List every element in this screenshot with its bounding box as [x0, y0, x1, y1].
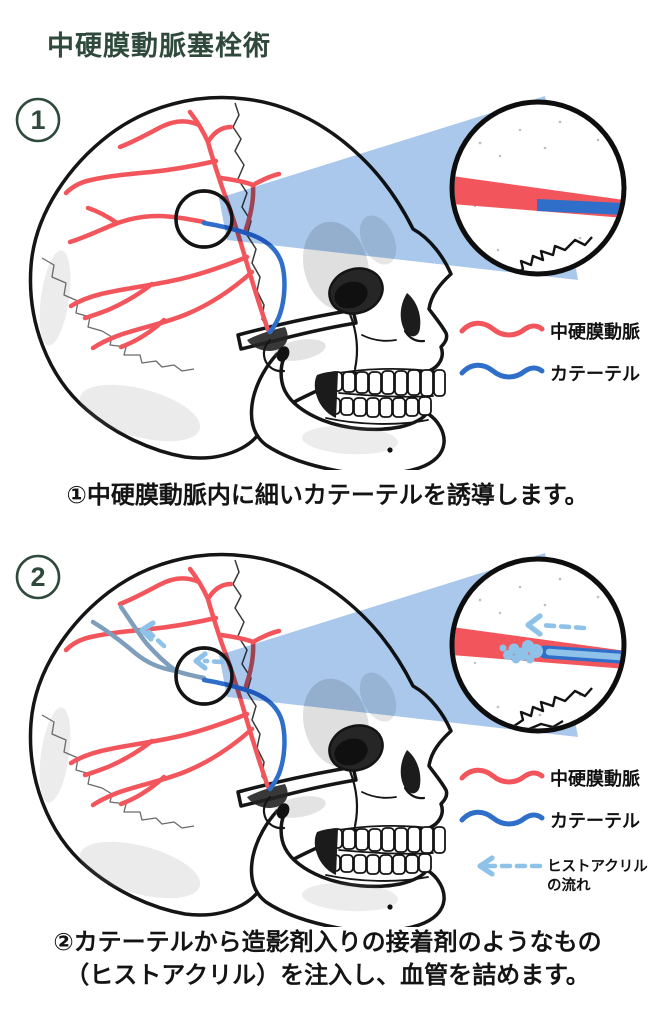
caption-step2-line2: （ヒストアクリル）を注入し、血管を詰めます。	[65, 962, 590, 989]
glue-filled-branch	[90, 604, 207, 681]
flow-arrow-icon	[477, 855, 543, 877]
target-artery-branch	[67, 205, 207, 245]
magnified-view-1	[449, 99, 627, 277]
legend-catheter-label: カテーテル	[550, 811, 640, 831]
badge-number: 2	[30, 562, 45, 592]
caption-step2: ②カテーテルから造影剤入りの接着剤のようなもの （ヒストアクリル）を注入し、血管…	[0, 926, 655, 992]
magnified-catheter	[537, 199, 622, 215]
legend-step2: 中硬膜動脈 カテーテル ヒストアクリル の流れ	[462, 768, 648, 894]
caption-step2-line1: ②カテーテルから造影剤入りの接着剤のようなもの	[53, 929, 602, 956]
magnified-circle-edge	[449, 99, 627, 277]
flow-arrow-lens	[193, 651, 225, 671]
step-badge-2: 2	[15, 554, 61, 600]
badge-circle	[15, 97, 61, 143]
magnified-catheter-inner	[545, 648, 622, 661]
artery-wave-icon	[462, 323, 542, 335]
panel-step2: 2	[15, 552, 648, 927]
panel-step1: 1 中硬膜動脈 カテーテル	[15, 95, 640, 470]
caption-step1: ①中硬膜動脈内に細いカテーテルを誘導します。	[66, 482, 589, 509]
legend-flow-label-line1: ヒストアクリル	[547, 858, 648, 875]
zoom-lens-edge	[174, 646, 234, 706]
badge-number: 1	[30, 105, 45, 135]
legend-step1: 中硬膜動脈 カテーテル	[462, 321, 640, 384]
legend-artery-label: 中硬膜動脈	[550, 321, 640, 342]
artery-wave-icon	[462, 770, 542, 782]
zoom-lens-edge	[174, 189, 234, 249]
legend-flow-label-line2: の流れ	[547, 876, 591, 894]
glue-blob	[499, 640, 543, 664]
flow-arrow-branch	[139, 620, 167, 649]
flow-arrow-magnified	[525, 613, 587, 637]
legend-catheter-label: カテーテル	[550, 364, 640, 384]
magnified-circle-edge	[449, 556, 627, 734]
magnified-view-2	[449, 556, 627, 734]
step-badge-1: 1	[15, 97, 61, 143]
catheter-wave-icon	[462, 365, 542, 377]
catheter-wave-icon	[462, 812, 542, 824]
page-title: 中硬膜動脈塞栓術	[47, 31, 271, 61]
legend-artery-label: 中硬膜動脈	[550, 768, 640, 789]
badge-circle	[15, 554, 61, 600]
